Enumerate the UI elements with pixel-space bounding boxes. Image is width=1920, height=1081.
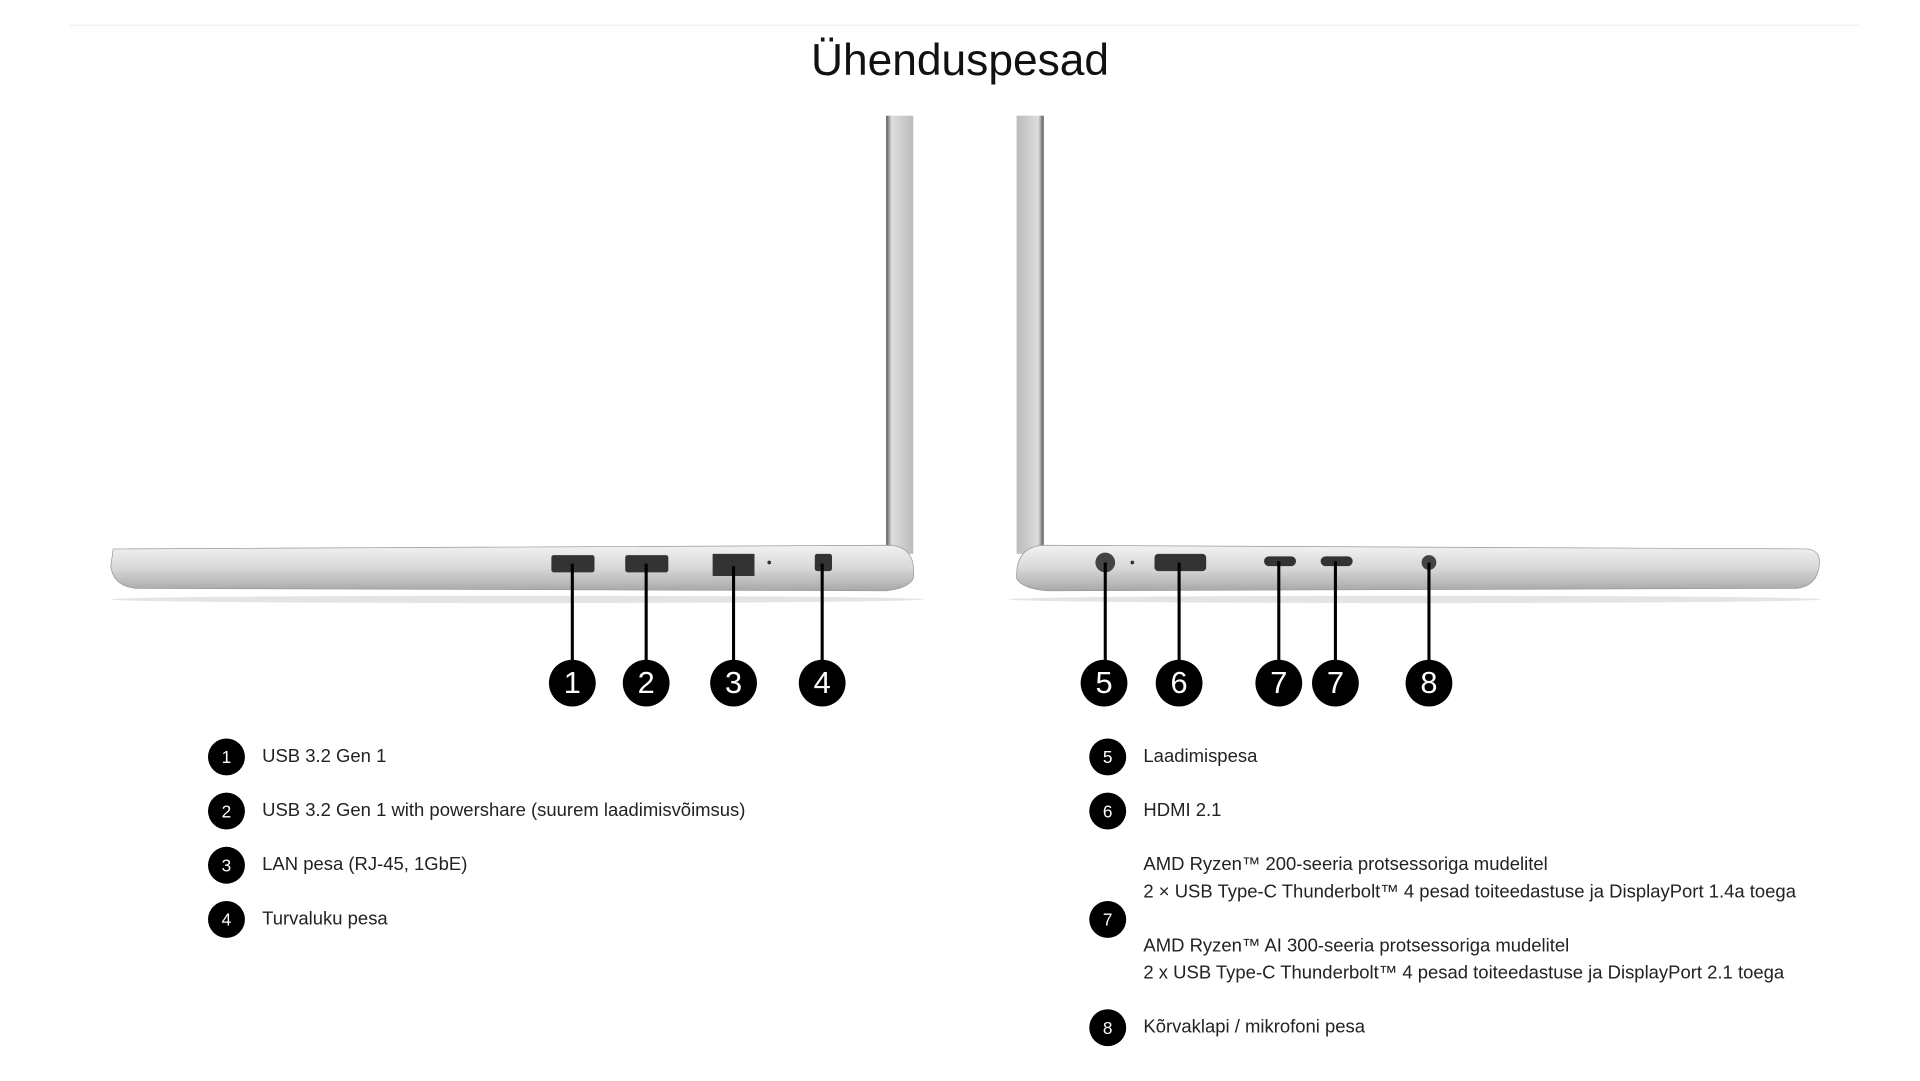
legend-item: Turvaluku pesa (262, 908, 388, 930)
legend-badge: 3 (208, 846, 245, 884)
legend-badge: 2 (208, 792, 245, 830)
laptop-left-side (110, 115, 924, 604)
top-divider (70, 24, 1859, 26)
callout-3: 3 (710, 659, 757, 707)
audio-jack-icon (1421, 555, 1437, 570)
legend-item: AMD Ryzen™ 200-seeria protsessoriga mude… (1143, 854, 1548, 876)
hdmi-port-icon (1154, 553, 1207, 572)
legend-item: USB 3.2 Gen 1 (262, 745, 387, 767)
legend-item: AMD Ryzen™ AI 300-seeria protsessoriga m… (1143, 935, 1570, 957)
callout-5: 5 (1080, 659, 1128, 707)
callout-lines (570, 561, 1431, 665)
legend-item: 2 × USB Type-C Thunderbolt™ 4 pesad toit… (1143, 881, 1796, 903)
callout-8: 8 (1405, 659, 1453, 707)
legend-badge: 8 (1089, 1009, 1127, 1047)
legend-badge: 7 (1089, 900, 1127, 938)
callout-1: 1 (548, 659, 596, 707)
legend-item: Kõrvaklapi / mikrofoni pesa (1143, 1016, 1366, 1038)
legend-badge: 6 (1089, 792, 1127, 830)
legend-badge: 5 (1089, 738, 1127, 776)
callout-2: 2 (622, 659, 670, 707)
legend-item: Laadimispesa (1143, 745, 1258, 767)
rj45-port-icon (712, 553, 755, 577)
callout-7b: 7 (1312, 659, 1359, 707)
legend-badge: 1 (208, 738, 245, 776)
callout-4: 4 (798, 659, 846, 707)
legend-item: LAN pesa (RJ-45, 1GbE) (262, 854, 468, 876)
power-port-icon (1095, 552, 1116, 573)
legend-badge: 4 (208, 900, 245, 938)
legend-item: USB 3.2 Gen 1 with powershare (suurem la… (262, 800, 746, 821)
page-title: Ühenduspesad (810, 34, 1110, 85)
legend-item: HDMI 2.1 (1143, 800, 1222, 821)
laptop-right-side (1009, 115, 1822, 604)
callout-7a: 7 (1255, 659, 1303, 707)
lock-slot-icon (814, 553, 833, 572)
legend-item: 2 x USB Type-C Thunderbolt™ 4 pesad toit… (1143, 962, 1785, 984)
callout-6: 6 (1155, 659, 1203, 707)
